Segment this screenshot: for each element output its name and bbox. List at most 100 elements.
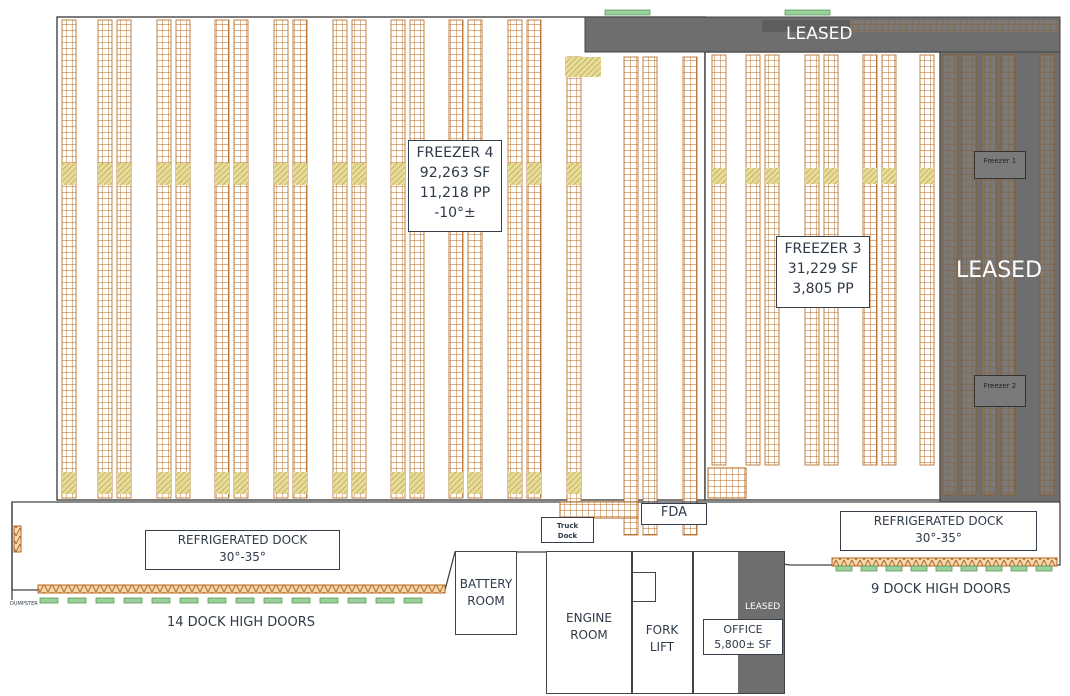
dock-door [263, 597, 283, 604]
freezer4-racks [61, 19, 698, 536]
freezer4-name: FREEZER 4 [416, 145, 494, 161]
rack-row [448, 19, 464, 499]
fork-lift-label: FORK LIFT [645, 623, 679, 654]
dock-doors-right-label: 9 DOCK HIGH DOORS [871, 582, 1011, 597]
dock-door [375, 597, 395, 604]
dock-door [885, 565, 903, 572]
office-name: OFFICE [723, 623, 763, 636]
freezer4-pallets: 11,218 PP [419, 185, 491, 201]
freezer3-racks [711, 54, 935, 466]
rack-row [623, 56, 639, 536]
refrigerated-dock-right-title: REFRIGERATED DOCK [873, 514, 1004, 528]
rack-row [467, 19, 483, 499]
rack-hatch [527, 163, 541, 185]
rack-row [175, 19, 191, 499]
dock-door [835, 565, 853, 572]
rack-hatch [234, 472, 248, 494]
rack-hatch [805, 168, 819, 184]
dock-door [95, 597, 115, 604]
engine-room [546, 551, 632, 694]
leased-right-label: LEASED [956, 258, 1043, 283]
rack-row [526, 19, 542, 499]
dock-door [1010, 565, 1028, 572]
dock-door [291, 597, 311, 604]
rack-hatch [352, 472, 366, 494]
rack-hatch [508, 163, 522, 185]
rack-hatch [157, 163, 171, 185]
leased-rack-row [961, 54, 977, 496]
dock-door [935, 565, 953, 572]
rack-hatch [176, 472, 190, 494]
office-label: OFFICE 5,800± SF [703, 619, 783, 655]
refrigerated-dock-left-title: REFRIGERATED DOCK [177, 533, 308, 547]
leased-top-label: LEASED [786, 24, 853, 44]
rack-row [642, 56, 658, 536]
rack-hatch [293, 472, 307, 494]
rack-row [390, 19, 406, 499]
rack-hatch [410, 472, 424, 494]
dock-door [123, 597, 143, 604]
rack-row [919, 54, 935, 466]
rack-hatch [712, 168, 726, 184]
dock-leveler-left [37, 584, 446, 594]
dock-door [960, 565, 978, 572]
rack-hatch [468, 472, 482, 494]
dock-leveler-right [831, 557, 1058, 567]
rack-row [61, 19, 77, 499]
rack-hatch [863, 168, 877, 184]
rack-row [682, 56, 698, 536]
rack-hatch [824, 168, 838, 184]
dock-door [319, 597, 339, 604]
freezer4-area: 92,263 SF [419, 165, 491, 181]
office-area: 5,800± SF [714, 638, 772, 651]
rack-hatch [176, 163, 190, 185]
rack-hatch [293, 163, 307, 185]
dock-door [151, 597, 171, 604]
rack-hatch [98, 472, 112, 494]
rack-row [881, 54, 897, 466]
rack-row [566, 56, 582, 536]
rack-hatch [567, 472, 581, 494]
freezer2-label: Freezer 2 [974, 375, 1026, 407]
rack-hatch [391, 472, 405, 494]
rack-hatch [117, 472, 131, 494]
battery-room [455, 551, 517, 635]
rack-hatch [157, 472, 171, 494]
engine-room-label: ENGINE ROOM [566, 611, 612, 642]
battery-room-label: BATTERY ROOM [459, 577, 513, 608]
rack-row [351, 19, 367, 499]
rack-hatch [62, 163, 76, 185]
rack-hatch [391, 163, 405, 185]
rack-hatch [882, 168, 896, 184]
freezer4-temp: -10°± [434, 205, 476, 221]
dock-door [860, 565, 878, 572]
rack-hatch [333, 163, 347, 185]
rack-row [116, 19, 132, 499]
dock-door [910, 565, 928, 572]
rack-hatch [449, 472, 463, 494]
fda-label: FDA [641, 503, 707, 525]
leased-rack-row [942, 54, 958, 496]
office-leased-label: LEASED [745, 602, 781, 612]
dock-door [235, 597, 255, 604]
refrigerated-dock-left-label: REFRIGERATED DOCK 30°-35° [145, 530, 340, 570]
freezer3-name: FREEZER 3 [784, 241, 862, 257]
dock-door [985, 565, 1003, 572]
rack-hatch [567, 163, 581, 185]
freezer4-label: FREEZER 4 92,263 SF 11,218 PP -10°± [408, 140, 502, 232]
refrigerated-dock-right-label: REFRIGERATED DOCK 30°-35° [840, 511, 1037, 551]
dock-doors-left-label: 14 DOCK HIGH DOORS [167, 615, 316, 630]
truck-dock-label: Truck Dock [541, 517, 594, 543]
dock-door [1035, 565, 1053, 572]
rack-row [273, 19, 289, 499]
rack-hatch [333, 472, 347, 494]
rack-hatch [527, 472, 541, 494]
refrigerated-dock-right-temp: 30°-35° [915, 531, 962, 545]
dumpster-label: DUMPSTER [10, 601, 38, 607]
refrigerated-dock-left-temp: 30°-35° [219, 550, 266, 564]
dock-door [347, 597, 367, 604]
rack-hatch [215, 163, 229, 185]
rack-hatch [215, 472, 229, 494]
fork-lift-inner [632, 572, 656, 602]
